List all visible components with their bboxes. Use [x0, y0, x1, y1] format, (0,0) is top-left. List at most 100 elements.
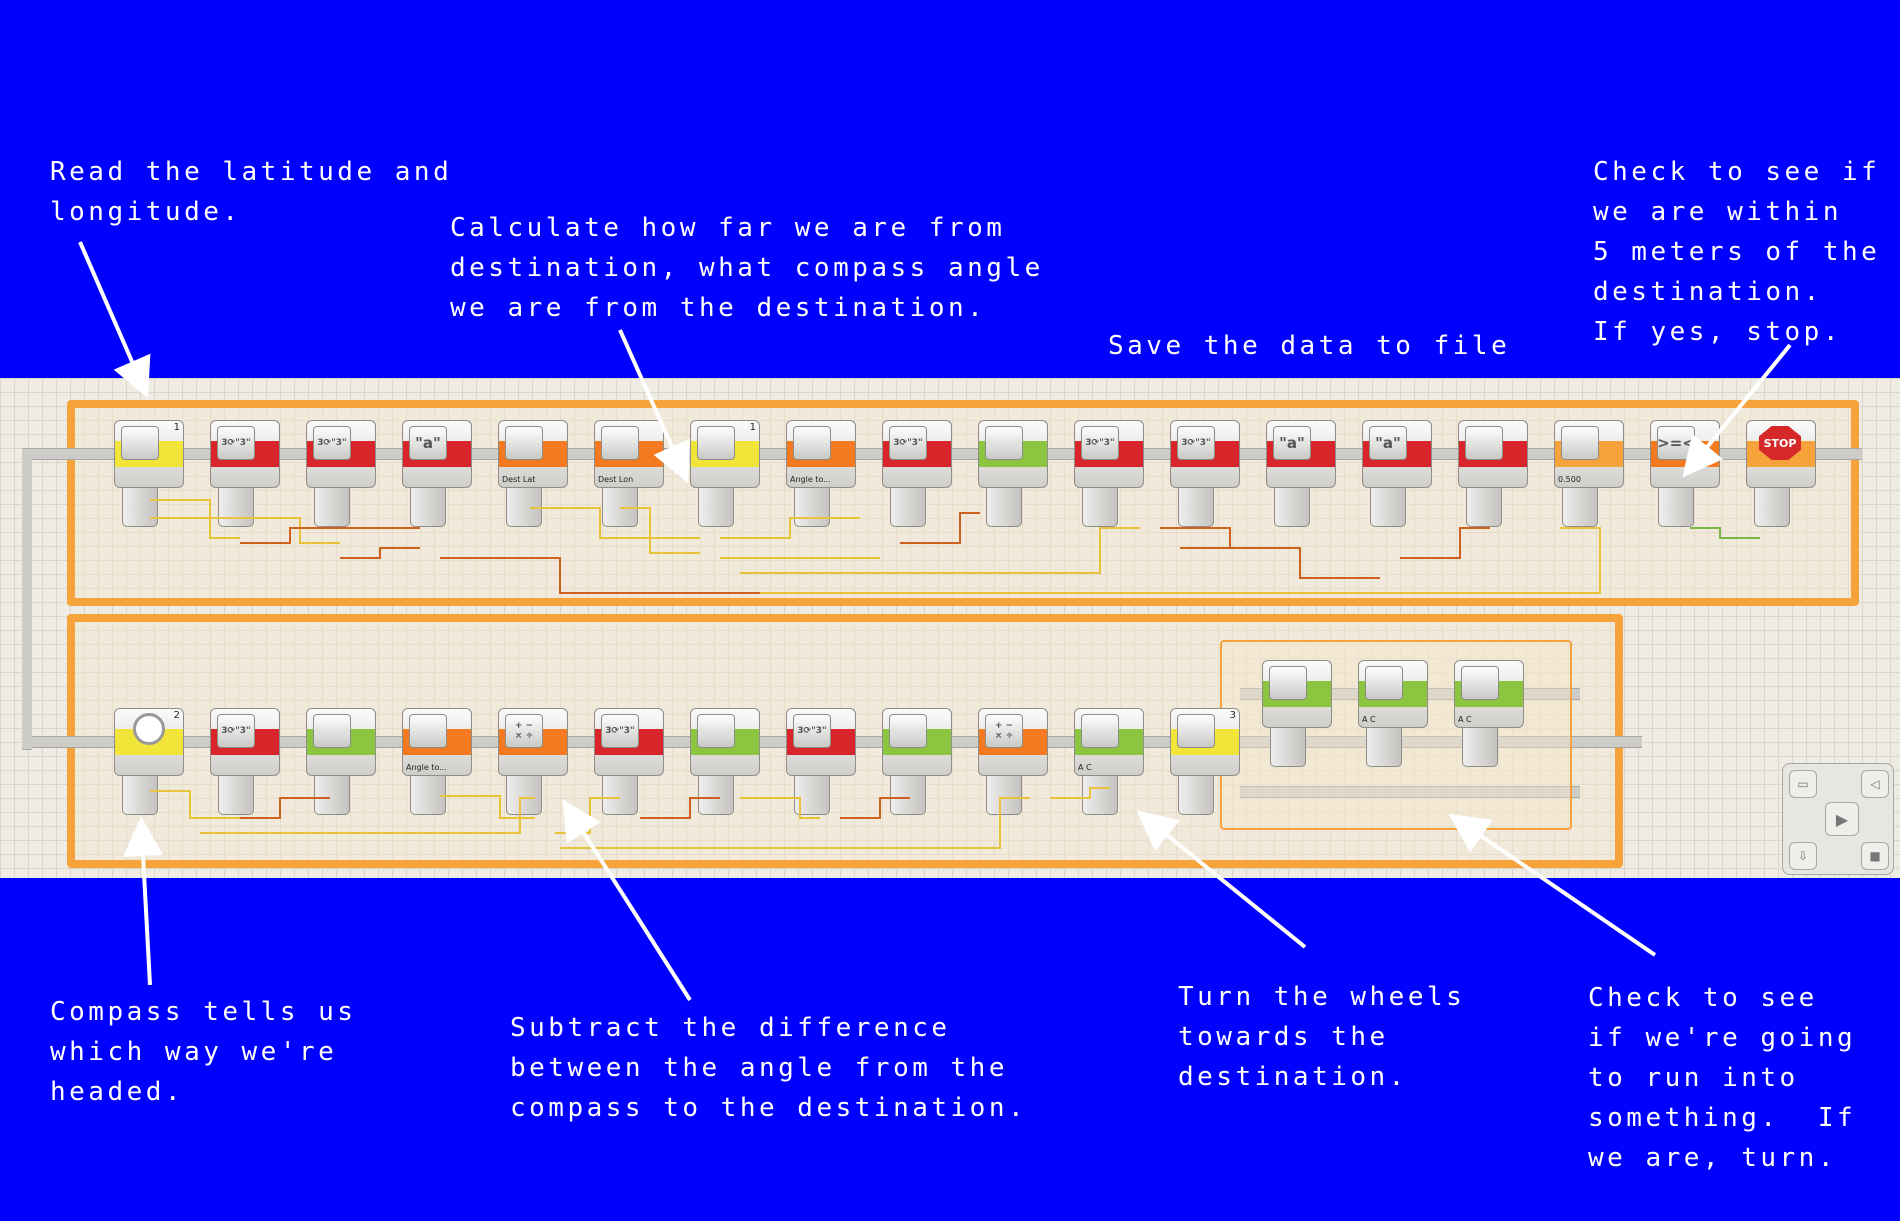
- data-hub[interactable]: [1366, 728, 1402, 767]
- variable-block[interactable]: Dest Lat: [498, 420, 568, 527]
- display-icon: [889, 714, 927, 748]
- port-number: 1: [173, 422, 180, 433]
- data-hub[interactable]: [890, 488, 926, 527]
- number-to-text-block[interactable]: 3⟳"3": [1074, 420, 1144, 527]
- annotation-compass: Compass tells us which way we're headed.: [50, 997, 357, 1107]
- block-face: [978, 420, 1048, 488]
- stop-button[interactable]: ■: [1861, 842, 1889, 870]
- ultrasonic-switch-icon: [1177, 714, 1215, 748]
- number-to-text-icon: 3⟳"3": [601, 714, 639, 748]
- ultrasonic-switch-block[interactable]: 3: [1170, 708, 1240, 815]
- block-face: 3⟳"3": [306, 420, 376, 488]
- block-face: [306, 708, 376, 776]
- number-to-text-block[interactable]: 3⟳"3": [306, 420, 376, 527]
- math-block[interactable]: + − × ÷: [978, 708, 1048, 815]
- data-hub[interactable]: [1754, 488, 1790, 527]
- data-hub[interactable]: [218, 776, 254, 815]
- compass-sensor-block[interactable]: 2: [114, 708, 184, 815]
- data-hub[interactable]: [1274, 488, 1310, 527]
- block-label: Angle to...: [790, 475, 831, 484]
- block-label: Angle to...: [406, 763, 447, 772]
- data-hub[interactable]: [794, 488, 830, 527]
- gps-sensor-block[interactable]: 1: [114, 420, 184, 527]
- stop-block[interactable]: STOP: [1746, 420, 1816, 527]
- port-number: 1: [749, 422, 756, 433]
- move-block[interactable]: A C: [1074, 708, 1144, 815]
- data-hub[interactable]: [986, 488, 1022, 527]
- run-button[interactable]: ▶: [1825, 802, 1859, 836]
- variable-icon: [601, 426, 639, 460]
- data-hub[interactable]: [890, 776, 926, 815]
- number-to-text-icon: 3⟳"3": [793, 714, 831, 748]
- download-button[interactable]: ◁: [1861, 770, 1889, 798]
- block-face: 0.500: [1554, 420, 1624, 488]
- data-hub[interactable]: [314, 776, 350, 815]
- number-to-text-block[interactable]: 3⟳"3": [1170, 420, 1240, 527]
- file-access-block[interactable]: [1458, 420, 1528, 527]
- data-hub[interactable]: [218, 488, 254, 527]
- data-hub[interactable]: [602, 488, 638, 527]
- number-to-text-block[interactable]: 3⟳"3": [210, 420, 280, 527]
- data-hub[interactable]: [122, 488, 158, 527]
- math-block[interactable]: + − × ÷: [498, 708, 568, 815]
- data-hub[interactable]: [1082, 488, 1118, 527]
- move-icon: [1365, 666, 1403, 700]
- sound-block[interactable]: [1262, 660, 1332, 767]
- variable-icon: [793, 426, 831, 460]
- variable-block[interactable]: Dest Lon: [594, 420, 664, 527]
- text-block[interactable]: "a": [402, 420, 472, 527]
- number-to-text-block[interactable]: 3⟳"3": [882, 420, 952, 527]
- wait-block[interactable]: 0.500: [1554, 420, 1624, 527]
- block-face: Dest Lon: [594, 420, 664, 488]
- display-block[interactable]: [978, 420, 1048, 527]
- data-hub[interactable]: [1178, 776, 1214, 815]
- move-block[interactable]: A C: [1454, 660, 1524, 767]
- data-hub[interactable]: [122, 776, 158, 815]
- number-to-text-block[interactable]: 3⟳"3": [210, 708, 280, 815]
- number-to-text-block[interactable]: 3⟳"3": [786, 708, 856, 815]
- display-block[interactable]: [882, 708, 952, 815]
- text-block[interactable]: "a": [1362, 420, 1432, 527]
- data-hub[interactable]: [314, 488, 350, 527]
- display-block[interactable]: [306, 708, 376, 815]
- data-hub[interactable]: [506, 488, 542, 527]
- nxt-window-button[interactable]: ▭: [1789, 770, 1817, 798]
- math-icon: + − × ÷: [505, 714, 543, 748]
- data-hub[interactable]: [1178, 488, 1214, 527]
- variable-block[interactable]: Angle to...: [786, 420, 856, 527]
- block-face: 3: [1170, 708, 1240, 776]
- data-hub[interactable]: [410, 488, 446, 527]
- data-hub[interactable]: [506, 776, 542, 815]
- download-run-selected-button[interactable]: ⇩: [1789, 842, 1817, 870]
- block-face: + − × ÷: [498, 708, 568, 776]
- number-to-text-icon: 3⟳"3": [1177, 426, 1215, 460]
- data-hub[interactable]: [410, 776, 446, 815]
- data-hub[interactable]: [1270, 728, 1306, 767]
- variable-block[interactable]: Angle to...: [402, 708, 472, 815]
- annotation-check-run-into: Check to see if we're going to run into …: [1588, 983, 1857, 1173]
- text-block[interactable]: "a": [1266, 420, 1336, 527]
- data-hub[interactable]: [602, 776, 638, 815]
- text-icon: "a": [1273, 426, 1311, 460]
- data-hub[interactable]: [698, 776, 734, 815]
- display-block[interactable]: [690, 708, 760, 815]
- data-hub[interactable]: [1082, 776, 1118, 815]
- number-to-text-block[interactable]: 3⟳"3": [594, 708, 664, 815]
- data-hub[interactable]: [698, 488, 734, 527]
- move-icon: [1081, 714, 1119, 748]
- gps-distance-block[interactable]: 1: [690, 420, 760, 527]
- data-hub[interactable]: [1562, 488, 1598, 527]
- data-hub[interactable]: [1466, 488, 1502, 527]
- data-hub[interactable]: [794, 776, 830, 815]
- data-hub[interactable]: [986, 776, 1022, 815]
- data-hub[interactable]: [1658, 488, 1694, 527]
- block-label: A C: [1078, 763, 1092, 772]
- data-hub[interactable]: [1370, 488, 1406, 527]
- annotation-calculate: Calculate how far we are from destinatio…: [450, 213, 1044, 323]
- data-hub[interactable]: [1462, 728, 1498, 767]
- block-face: 1: [690, 420, 760, 488]
- block-face: 3⟳"3": [210, 420, 280, 488]
- compare-block[interactable]: >=<: [1650, 420, 1720, 527]
- move-block[interactable]: A C: [1358, 660, 1428, 767]
